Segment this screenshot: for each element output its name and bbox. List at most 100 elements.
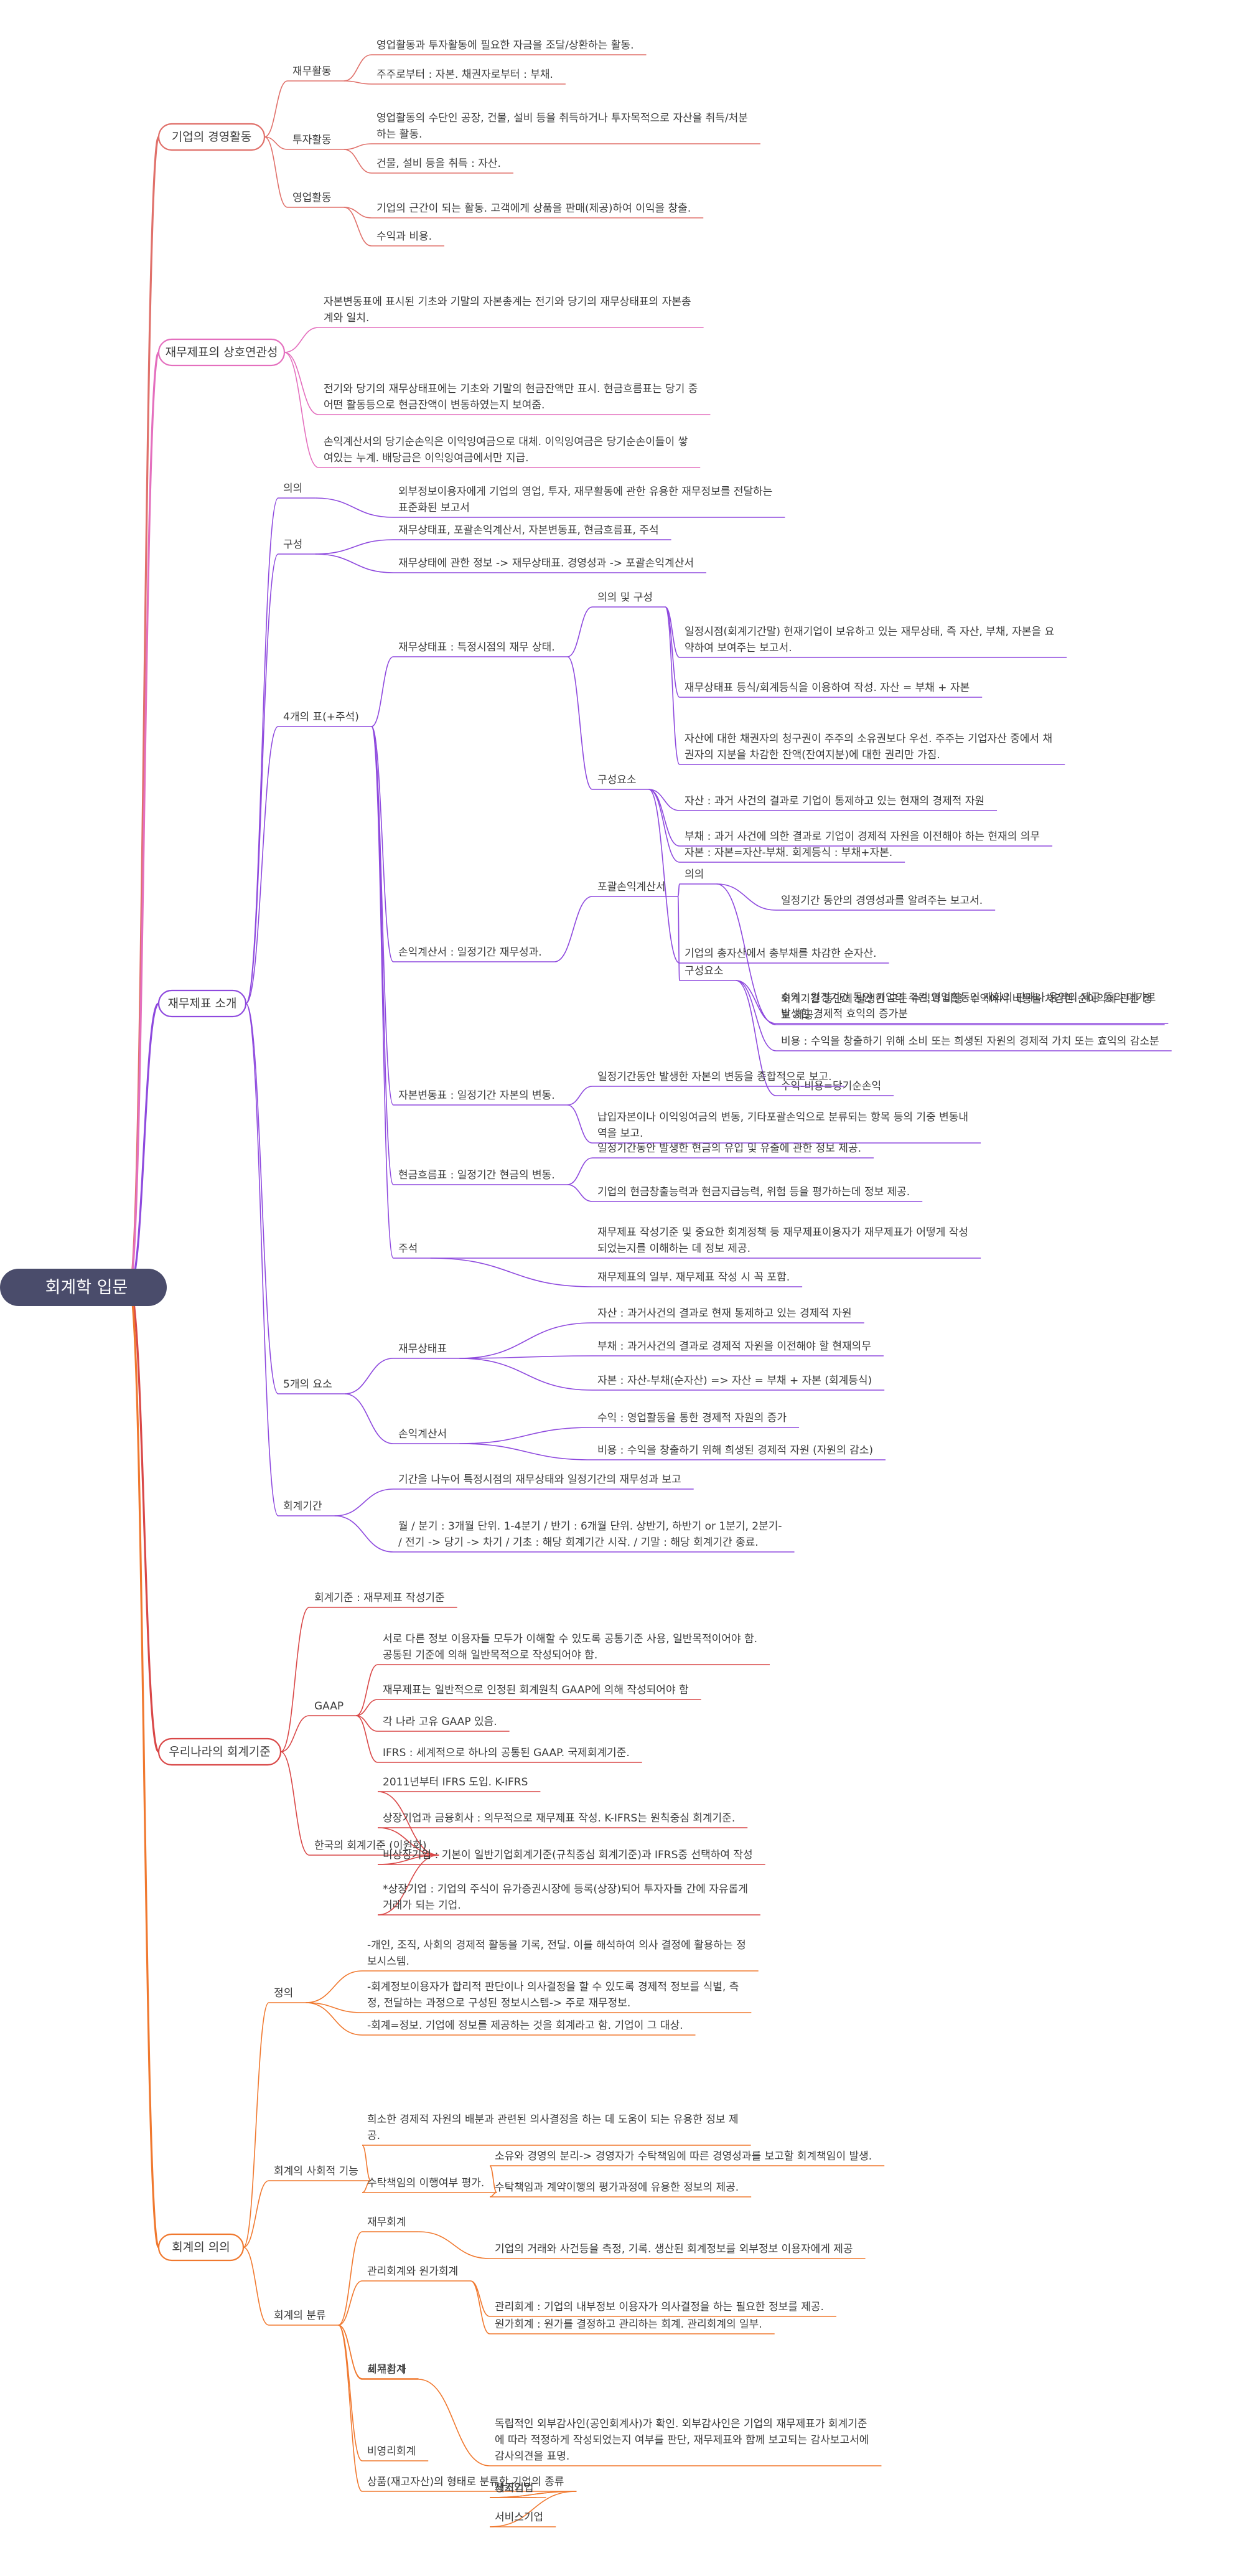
leaf-node[interactable]: 자본 : 자산-부채(순자산) => 자산 = 부채 + 자본 (회계등식) (592, 1375, 885, 1391)
leaf-node[interactable]: 제조기업 (490, 2482, 546, 2498)
topic-node[interactable]: 관리회계와 원가회계 (362, 2265, 471, 2282)
topic-node[interactable]: 손익계산서 : 일정기간 재무성과. (393, 946, 554, 962)
topic-node[interactable]: 회계의 분류 (269, 2310, 339, 2326)
topic-node[interactable]: 재무활동 (287, 65, 344, 82)
topic-node[interactable]: 구성요소 (680, 965, 736, 981)
topic-node[interactable]: 5개의 요소 (278, 1378, 345, 1394)
leaf-node[interactable]: 재무제표의 일부. 재무제표 작성 시 꼭 포함. (592, 1271, 803, 1287)
branch-node[interactable]: 우리나라의 회계기준 (157, 1737, 282, 1766)
topic-node[interactable]: 의의 (680, 868, 717, 885)
leaf-node[interactable]: 재무제표 작성기준 및 중요한 회계정책 등 재무제표이용자가 재무제표가 어떻… (592, 1226, 981, 1259)
topic-node[interactable]: 투자활동 (287, 134, 344, 150)
leaf-node[interactable]: 수탁책임과 계약이행의 평가과정에 유용한 정보의 제공. (490, 2181, 752, 2198)
branch-node[interactable]: 기업의 경영활동 (157, 123, 266, 151)
leaf-node[interactable]: 전기와 당기의 재무상태표에는 기초와 기말의 현금잔액만 표시. 현금흐름표는… (319, 383, 711, 415)
leaf-node[interactable]: -회계=정보. 기업에 정보를 제공하는 것을 회계라고 함. 기업이 그 대상… (362, 2019, 696, 2036)
root-node[interactable]: 회계학 입문 (0, 1269, 167, 1306)
leaf-node[interactable]: 일정기간동안 발생한 자본의 변동을 종합적으로 보고. (592, 1071, 844, 1087)
leaf-node[interactable]: 일정기간동안 발생한 현금의 유입 및 유출에 관한 정보 제공. (592, 1142, 874, 1159)
leaf-node[interactable]: 영업활동의 수단인 공장, 건물, 설비 등을 취득하거나 투자목적으로 자산을… (372, 112, 760, 144)
leaf-node[interactable]: 재무상태표 등식/회계등식을 이용하여 작성. 자산 = 부채 + 자본 (680, 682, 983, 698)
leaf-node[interactable]: 납입자본이나 이익잉여금의 변동, 기타포괄손익으로 분류되는 항목 등의 기중… (592, 1111, 981, 1144)
topic-node[interactable]: 4개의 표(+주석) (278, 711, 372, 727)
leaf-node[interactable]: 부채 : 과거사건의 결과로 경제적 자원을 이전해야 할 현재의무 (592, 1340, 884, 1356)
leaf-node[interactable]: 기업의 거래와 사건등을 측정, 기록. 생산된 회계정보를 외부정보 이용자에… (490, 2243, 866, 2259)
topic-node[interactable]: 주석 (393, 1243, 431, 1259)
topic-node[interactable]: 영업활동 (287, 192, 344, 208)
leaf-node[interactable]: 부채 : 과거 사건에 의한 결과로 기업이 경제적 자원을 이전해야 하는 현… (680, 830, 1053, 847)
topic-node[interactable]: 포괄손익계산서 (592, 881, 678, 897)
leaf-node[interactable]: 손익계산서의 당기순손익은 이익잉여금으로 대체. 이익잉여금은 당기순손이들이… (319, 436, 701, 468)
leaf-node[interactable]: 재무상태에 관한 정보 -> 재무상태표. 경영성과 -> 포괄손익계산서 (393, 557, 706, 573)
leaf-node[interactable]: 세무회계 (362, 2363, 419, 2379)
leaf-node[interactable]: 서로 다른 정보 이용자들 모두가 이해할 수 있도록 공통기준 사용, 일반목… (378, 1633, 770, 1665)
leaf-node[interactable]: 기업의 현금창출능력과 현금지급능력, 위험 등을 평가하는데 정보 제공. (592, 1186, 923, 1202)
leaf-node[interactable]: 상장기업과 금융회사 : 의무적으로 재무제표 작성. K-IFRS는 원칙중심… (378, 1812, 748, 1828)
leaf-node[interactable]: -회계정보이용자가 합리적 판단이나 의사결정을 할 수 있도록 경제적 정보를… (362, 1981, 752, 2013)
topic-node[interactable]: 수탁책임의 이행여부 평가. (362, 2177, 497, 2193)
leaf-node[interactable]: 서비스기업 (490, 2511, 556, 2527)
leaf-node[interactable]: *상장기업 : 기업의 주식이 유가증권시장에 등록(상장)되어 투자자들 간에… (378, 1883, 760, 1916)
leaf-node[interactable]: 일정기간 동안의 경영성과를 알려주는 보고서. (776, 895, 996, 911)
leaf-node[interactable]: IFRS : 세계적으로 하나의 공통된 GAAP. 국제회계기준. (378, 1747, 642, 1763)
topic-node[interactable]: 구성요소 (592, 774, 649, 790)
leaf-node[interactable]: 일정시점(회계기간말) 현재기업이 보유하고 있는 재무상태, 즉 자산, 부채… (680, 626, 1067, 658)
node-text: 자산 : 과거사건의 결과로 현재 통제하고 있는 경제적 자원 (597, 1307, 852, 1320)
leaf-node[interactable]: 2011년부터 IFRS 도입. K-IFRS (378, 1776, 541, 1792)
leaf-node[interactable]: 소유와 경영의 분리-> 경영자가 수탁책임에 따른 경영성과를 보고할 회계책… (490, 2150, 885, 2166)
topic-node[interactable]: 현금흐름표 : 일정기간 현금의 변동. (393, 1169, 568, 1185)
topic-node[interactable]: 손익계산서 (393, 1428, 460, 1444)
leaf-node[interactable]: 회계기간 동안에 발생한 모든 수익과 비용. 수익에서 비용을 차감한 순이익… (776, 993, 1165, 1025)
leaf-node[interactable]: 기업의 총자산에서 총부채를 차감한 순자산. (680, 947, 889, 964)
topic-node[interactable]: 의의 및 구성 (592, 591, 666, 608)
leaf-node[interactable]: 자본변동표에 표시된 기초와 기말의 자본총계는 전기와 당기의 재무상태표의 … (319, 296, 704, 328)
topic-node[interactable]: GAAP (309, 1700, 357, 1716)
topic-node[interactable]: 회계감사 (362, 2364, 419, 2380)
topic-node[interactable]: 한국의 회계기준 (이원화) (309, 1840, 439, 1856)
leaf-node[interactable]: 수익과 비용. (372, 230, 445, 247)
leaf-node[interactable]: 자산에 대한 채권자의 청구권이 주주의 소유권보다 우선. 주주는 기업자산 … (680, 733, 1065, 765)
leaf-node[interactable]: 원가회계 : 원가를 결정하고 관리하는 회계. 관리회계의 일부. (490, 2318, 775, 2334)
topic-node[interactable]: 의의 (278, 482, 316, 499)
leaf-node[interactable]: 영업활동과 투자활동에 필요한 자금을 조달/상환하는 활동. (372, 39, 647, 55)
branch-node[interactable]: 재무제표의 상호연관성 (157, 338, 286, 367)
leaf-node[interactable]: 재무상태표, 포괄손익계산서, 자본변동표, 현금흐름표, 주석 (393, 524, 671, 540)
leaf-node[interactable]: 기간을 나누어 특정시점의 재무상태와 일정기간의 재무성과 보고 (393, 1474, 694, 1490)
leaf-node[interactable]: 회계기준 : 재무제표 작성기준 (309, 1592, 457, 1608)
topic-node[interactable]: 자본변동표 : 일정기간 자본의 변동. (393, 1089, 568, 1106)
node-text: 되었는지를 이해하는 데 정보 제공. (597, 1243, 750, 1255)
leaf-node[interactable]: -개인, 조직, 사회의 경제적 활동을 기록, 전달. 이를 해석하여 의사 … (362, 1939, 759, 1972)
topic-node[interactable]: 재무상태표 (393, 1343, 460, 1359)
leaf-node[interactable]: 비용 : 수익을 창출하기 위해 소비 또는 희생된 자원의 경제적 가치 또는… (776, 1035, 1172, 1051)
topic-node[interactable]: 정의 (269, 1987, 306, 2003)
branch-node[interactable]: 재무제표 소개 (157, 989, 247, 1018)
topic-node[interactable]: 재무상태표 : 특정시점의 재무 상태. (393, 641, 568, 657)
leaf-node[interactable]: 자산 : 과거 사건의 결과로 기업이 통제하고 있는 현재의 경제적 자원 (680, 795, 998, 811)
leaf-node[interactable]: 주주로부터 : 자본. 채권자로부터 : 부채. (372, 68, 566, 85)
branch-node[interactable]: 회계의 의의 (157, 2233, 245, 2262)
leaf-node[interactable]: 관리회계 : 기업의 내부정보 이용자가 의사결정을 하는 필요한 정보를 제공… (490, 2301, 836, 2317)
leaf-node[interactable]: 외부정보이용자에게 기업의 영업, 투자, 재무활동에 관한 유용한 재무정보를… (393, 486, 785, 518)
leaf-node[interactable]: 자산 : 과거사건의 결과로 현재 통제하고 있는 경제적 자원 (592, 1307, 864, 1323)
leaf-node[interactable]: 각 나라 고유 GAAP 있음. (378, 1716, 510, 1732)
leaf-node[interactable]: 수익 : 영업활동을 통한 경제적 자원의 증가 (592, 1412, 800, 1428)
branch-link (245, 1003, 279, 1516)
leaf-node[interactable]: 건물, 설비 등을 취득 : 자산. (372, 157, 513, 174)
node-text: 부채 : 과거사건의 결과로 경제적 자원을 이전해야 할 현재의무 (597, 1340, 871, 1353)
leaf-node[interactable]: 희소한 경제적 자원의 배분과 관련된 의사결정을 하는 데 도움이 되는 유용… (362, 2113, 751, 2146)
leaf-node[interactable]: 독립적인 외부감사인(공인회계사)가 확인. 외부감사인은 기업의 재무제표가 … (490, 2418, 882, 2466)
topic-node[interactable]: 구성 (278, 538, 316, 555)
topic-node[interactable]: 재무회계 (362, 2216, 419, 2232)
leaf-node[interactable]: 비용 : 수익을 창출하기 위해 희생된 경제적 자원 (자원의 감소) (592, 1444, 886, 1460)
node-text: 구성요소 (597, 774, 637, 786)
topic-node[interactable]: 회계기간 (278, 1500, 335, 1516)
leaf-node[interactable]: 수익 : 일정기간 동안 기업의 주된 영업활동인 재화의 판매나 용역의 제공… (776, 992, 1169, 1024)
topic-node[interactable]: 상품(재고자산)의 형태로 분류한 기업의 종류 (362, 2476, 577, 2492)
leaf-node[interactable]: 월 / 분기 : 3개월 단위. 1-4분기 / 반기 : 6개월 단위. 상반… (393, 1520, 795, 1553)
leaf-node[interactable]: 비상장기업 : 기본이 일반기업회계기준(규칙중심 회계기준)과 IFRS중 선… (378, 1849, 765, 1865)
leaf-node[interactable]: 기업의 근간이 되는 활동. 고객에게 상품을 판매(제공)하여 이익을 창출. (372, 202, 704, 219)
topic-node[interactable]: 회계의 사회적 기능 (269, 2165, 371, 2181)
leaf-node[interactable]: 비영리회계 (362, 2445, 429, 2461)
leaf-node[interactable]: 자본 : 자본=자산-부채. 회계등식 : 부채+자본. (680, 847, 905, 863)
leaf-node[interactable]: 재무제표는 일반적으로 인정된 회계원칙 GAAP에 의해 작성되어야 함 (378, 1684, 701, 1700)
